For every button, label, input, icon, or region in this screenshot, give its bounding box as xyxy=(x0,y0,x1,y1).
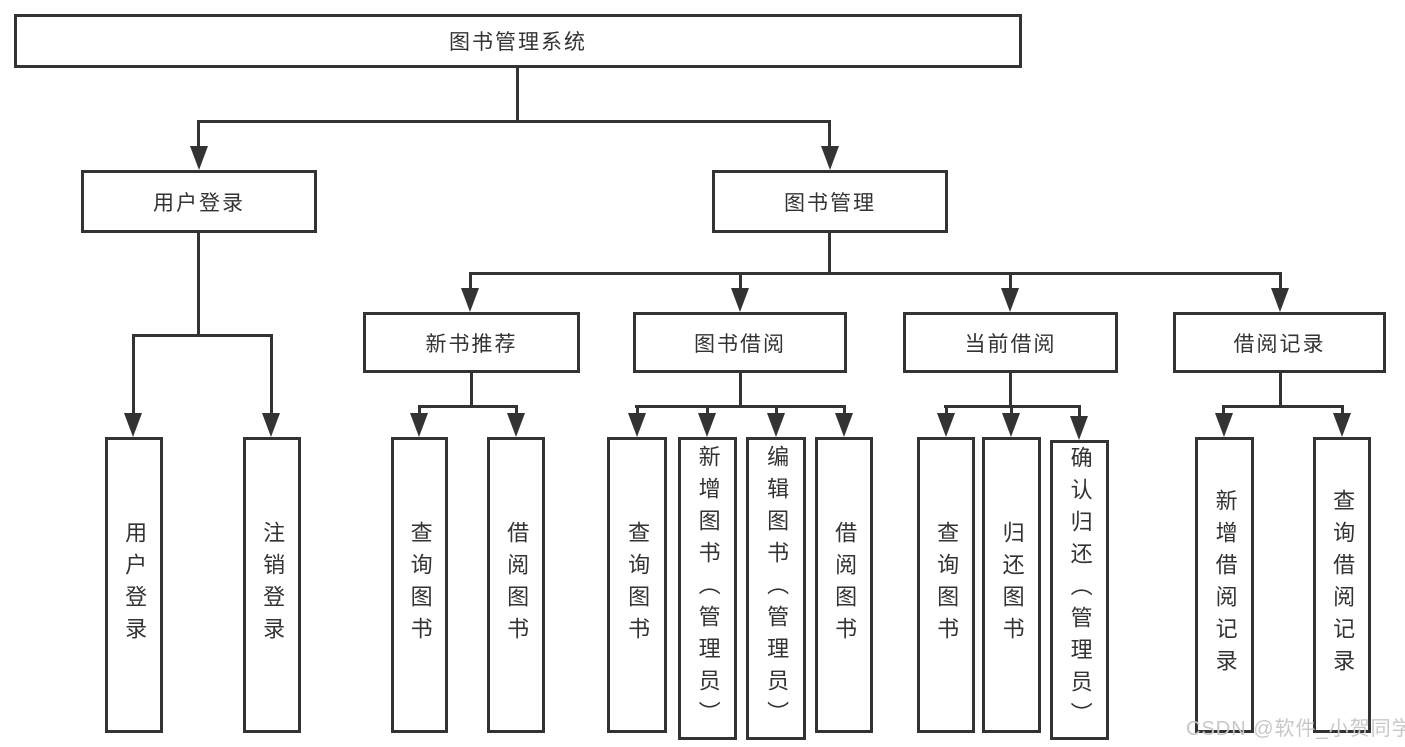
leaf-label: 注销登录 xyxy=(260,521,286,649)
connector-drop-leaf xyxy=(1078,405,1081,418)
arrow-down xyxy=(124,413,142,437)
arrow-down xyxy=(461,288,479,312)
connector-stem-book-borrow xyxy=(739,372,742,407)
connector-drop-leaf xyxy=(515,405,518,415)
node-root: 图书管理系统 xyxy=(14,14,1022,68)
node-current-borrow: 当前借阅 xyxy=(903,312,1118,373)
connector-drop-new-book xyxy=(469,272,472,292)
connector-drop-leaf-logout xyxy=(270,334,273,416)
connector-user-login-stem xyxy=(197,232,200,336)
connector-drop-leaf xyxy=(843,405,846,415)
node-new-book-recommend-label: 新书推荐 xyxy=(425,332,518,356)
arrow-down xyxy=(1001,288,1019,312)
leaf-label: 归还图书 xyxy=(999,521,1025,649)
node-root-label: 图书管理系统 xyxy=(449,31,587,54)
arrow-down xyxy=(1070,416,1088,440)
connector-stem-new-book xyxy=(470,372,473,407)
leaf-confirm-return-admin: 确认归还（管理员） xyxy=(1050,440,1109,740)
leaf-label: 确认归还（管理员） xyxy=(1067,446,1093,734)
connector-drop-leaf xyxy=(706,405,709,415)
connector-rail-borrow-record xyxy=(1222,405,1343,408)
arrow-down xyxy=(1271,288,1289,312)
leaf-label: 新增图书（管理员） xyxy=(695,444,721,733)
connector-drop-leaf xyxy=(1010,405,1013,415)
node-borrow-record: 借阅记录 xyxy=(1173,312,1386,373)
arrow-down xyxy=(1215,413,1233,437)
connector-level3-rail xyxy=(469,272,1282,275)
leaf-label: 借阅图书 xyxy=(504,521,530,649)
leaf-label: 新增借阅记录 xyxy=(1212,489,1238,681)
connector-drop-book-mgmt xyxy=(828,120,831,148)
leaf-label: 查询图书 xyxy=(934,521,960,649)
connector-drop-leaf-login xyxy=(132,334,135,416)
arrow-down xyxy=(507,413,525,437)
connector-rail-new-book xyxy=(418,405,517,408)
leaf-borrow-book-1: 借阅图书 xyxy=(487,437,545,733)
node-book-management-label: 图书管理 xyxy=(784,191,876,215)
node-current-borrow-label: 当前借阅 xyxy=(964,332,1057,356)
connector-drop-leaf xyxy=(1341,405,1344,415)
leaf-query-book-3: 查询图书 xyxy=(917,437,975,733)
node-user-login-label: 用户登录 xyxy=(153,191,245,215)
connector-book-mgmt-stem xyxy=(828,232,831,274)
node-book-management: 图书管理 xyxy=(712,170,948,233)
leaf-label: 编辑图书（管理员） xyxy=(764,444,790,733)
arrow-down xyxy=(821,146,839,170)
arrow-down xyxy=(1333,413,1351,437)
leaf-label: 查询借阅记录 xyxy=(1330,489,1356,681)
connector-level2-rail xyxy=(197,120,831,123)
leaf-add-book-admin: 新增图书（管理员） xyxy=(678,437,737,740)
arrow-down xyxy=(937,413,955,437)
arrow-down xyxy=(835,413,853,437)
leaf-borrow-book-2: 借阅图书 xyxy=(815,437,873,733)
arrow-down xyxy=(410,413,428,437)
node-borrow-record-label: 借阅记录 xyxy=(1233,332,1326,356)
arrow-down xyxy=(190,146,208,170)
leaf-label: 用户登录 xyxy=(122,521,148,649)
connector-stem-current-borrow xyxy=(1009,372,1012,407)
connector-drop-leaf xyxy=(636,405,639,415)
leaf-label: 查询图书 xyxy=(407,521,433,649)
node-book-borrow: 图书借阅 xyxy=(633,312,847,373)
leaf-label: 查询图书 xyxy=(625,521,651,649)
connector-drop-leaf xyxy=(418,405,421,415)
connector-drop-user-login xyxy=(197,120,200,148)
leaf-add-borrow-record: 新增借阅记录 xyxy=(1195,437,1254,733)
arrow-down xyxy=(1002,413,1020,437)
node-book-borrow-label: 图书借阅 xyxy=(694,332,786,356)
connector-user-login-rail xyxy=(132,334,273,337)
arrow-down xyxy=(767,413,785,437)
node-new-book-recommend: 新书推荐 xyxy=(363,312,580,373)
connector-drop-leaf xyxy=(775,405,778,415)
leaf-label: 借阅图书 xyxy=(832,521,858,649)
connector-root-stem xyxy=(516,67,519,121)
leaf-query-book-2: 查询图书 xyxy=(607,437,667,733)
connector-drop-leaf xyxy=(1222,405,1225,415)
arrow-down xyxy=(731,288,749,312)
connector-drop-borrow-record xyxy=(1279,272,1282,292)
leaf-return-book: 归还图书 xyxy=(982,437,1041,733)
connector-drop-book-borrow xyxy=(739,272,742,292)
node-user-login: 用户登录 xyxy=(81,170,317,233)
leaf-logout: 注销登录 xyxy=(243,437,301,733)
csdn-watermark: CSDN @软件_小贺同学 xyxy=(1186,718,1405,740)
connector-drop-leaf xyxy=(945,405,948,415)
leaf-query-borrow-record: 查询借阅记录 xyxy=(1313,437,1371,733)
connector-rail-book-borrow xyxy=(635,405,845,408)
leaf-edit-book-admin: 编辑图书（管理员） xyxy=(746,437,806,740)
connector-drop-current-borrow xyxy=(1009,272,1012,292)
leaf-user-login: 用户登录 xyxy=(105,437,163,733)
arrow-down xyxy=(628,413,646,437)
connector-stem-borrow-record xyxy=(1279,372,1282,407)
arrow-down xyxy=(698,413,716,437)
arrow-down xyxy=(262,413,280,437)
leaf-query-book-1: 查询图书 xyxy=(391,437,448,733)
